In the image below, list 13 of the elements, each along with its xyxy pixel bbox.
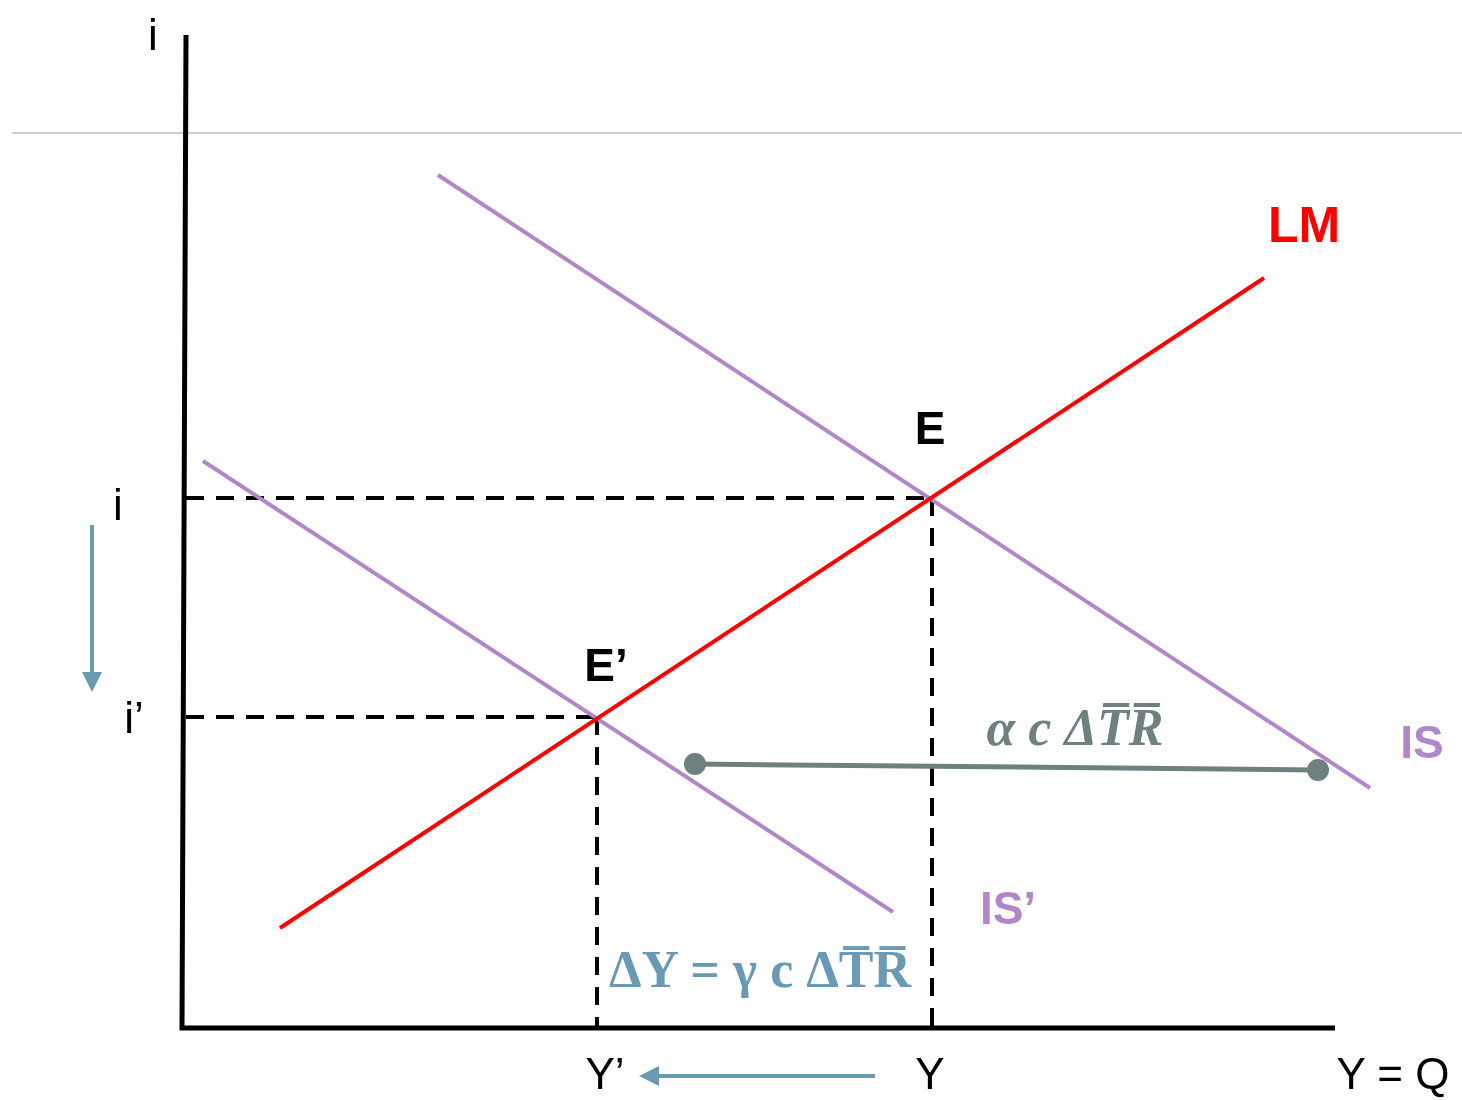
point-label: E’ — [584, 642, 628, 688]
axis-label: i — [113, 483, 123, 527]
curve-label: IS’ — [979, 885, 1037, 931]
shift-formula: α c ΔT̅R̅ — [986, 702, 1164, 754]
axis-label: Y — [915, 1052, 945, 1096]
axis-label: Y’ — [585, 1052, 625, 1096]
curve-label: LM — [1267, 200, 1341, 250]
point-label: E — [914, 405, 946, 451]
curve-label: IS — [1400, 719, 1444, 765]
formula: ΔY = γ c ΔT̅R̅ — [608, 944, 912, 996]
axis-label: Y = Q — [1336, 1052, 1450, 1096]
axis-label: i — [148, 13, 158, 57]
axis-label: i’ — [124, 696, 144, 740]
